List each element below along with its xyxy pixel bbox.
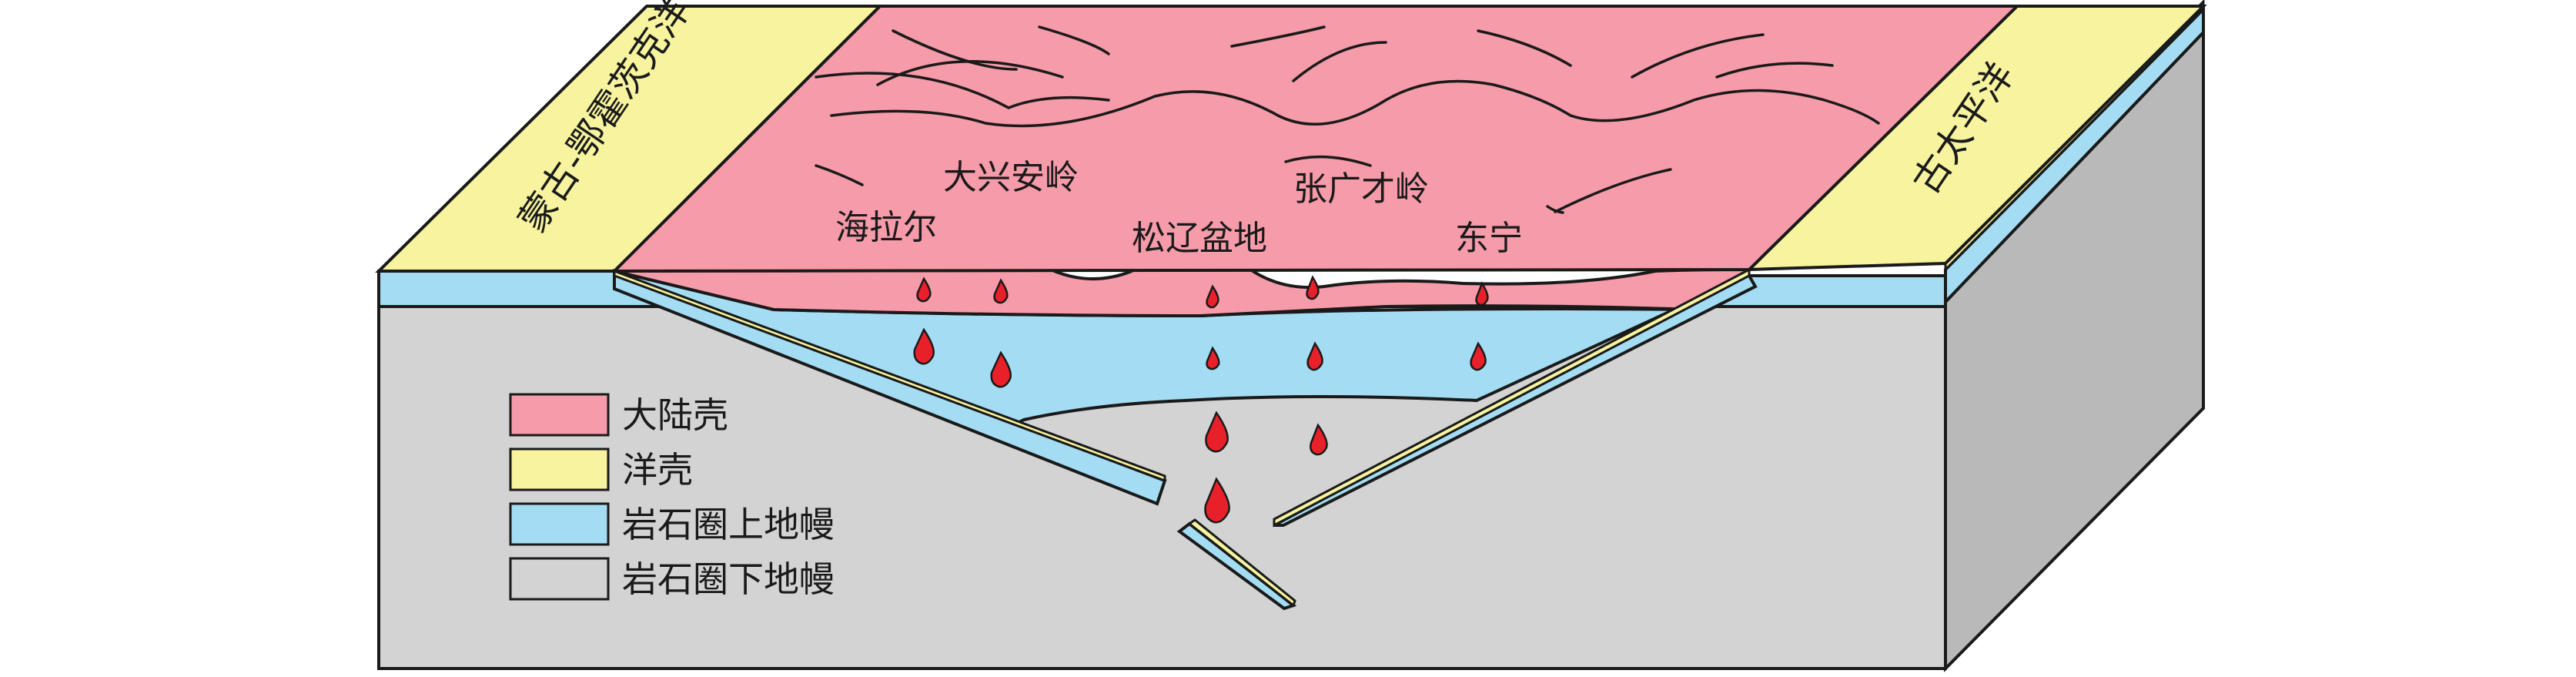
legend-label-upper-mantle: 岩石圈上地幔 bbox=[622, 504, 835, 545]
magma-droplet bbox=[1306, 275, 1320, 300]
magma-droplet bbox=[1306, 341, 1323, 371]
legend-swatch-oceanic-crust bbox=[509, 447, 610, 491]
legend-item-oceanic-crust: 洋壳 bbox=[509, 447, 693, 491]
legend-item-upper-mantle: 岩石圈上地幔 bbox=[509, 502, 835, 546]
top-continental-crust bbox=[611, 5, 2021, 273]
magma-droplet bbox=[1206, 346, 1220, 370]
magma-droplet bbox=[1205, 411, 1229, 453]
magma-droplet bbox=[990, 350, 1012, 388]
magma-droplets bbox=[913, 275, 1489, 524]
place-label-zhangguangcai: 张广才岭 bbox=[1293, 169, 1429, 209]
legend-swatch-lower-mantle bbox=[509, 557, 610, 601]
terrain-lines bbox=[815, 25, 1880, 214]
magma-droplet bbox=[1310, 423, 1328, 456]
place-label-songliao: 松辽盆地 bbox=[1132, 219, 1267, 258]
right-slab-crust bbox=[1273, 267, 1751, 528]
magma-droplet bbox=[916, 276, 932, 303]
place-label-hailar: 海拉尔 bbox=[835, 208, 937, 247]
place-label-daxinganling: 大兴安岭 bbox=[943, 158, 1079, 197]
detached-slab-crust bbox=[1187, 518, 1296, 608]
legend-label-oceanic-crust: 洋壳 bbox=[622, 449, 693, 491]
legend-item-continental-crust: 大陆壳 bbox=[509, 393, 728, 437]
legend-swatch-upper-mantle bbox=[509, 502, 610, 546]
legend: 大陆壳 洋壳 岩石圈上地幔 岩石圈下地幔 bbox=[509, 393, 835, 601]
magma-droplet bbox=[1470, 341, 1487, 371]
magma-droplet bbox=[1206, 284, 1219, 309]
place-label-dongning: 东宁 bbox=[1455, 219, 1523, 258]
magma-droplet bbox=[913, 327, 935, 365]
legend-swatch-continental-crust bbox=[509, 393, 610, 437]
magma-droplet bbox=[993, 278, 1009, 304]
legend-label-continental-crust: 大陆壳 bbox=[622, 394, 728, 436]
magma-droplet bbox=[1204, 477, 1230, 524]
magma-droplet bbox=[1475, 281, 1489, 307]
legend-label-lower-mantle: 岩石圈下地幔 bbox=[622, 558, 835, 600]
legend-item-lower-mantle: 岩石圈下地幔 bbox=[509, 557, 835, 601]
left-slab-crust bbox=[613, 269, 1166, 483]
